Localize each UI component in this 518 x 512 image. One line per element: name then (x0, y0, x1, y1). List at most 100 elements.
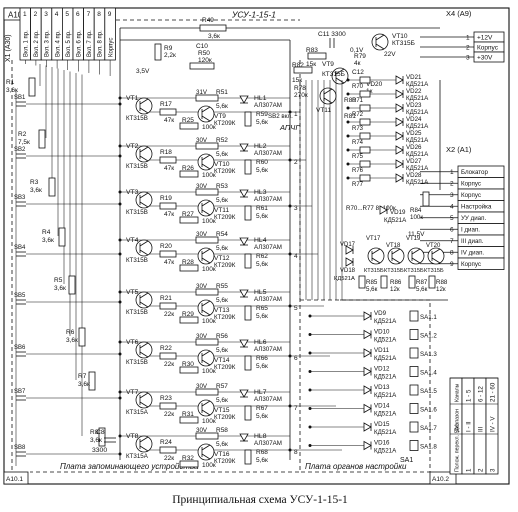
transistor-vt11-ref: VT11 (316, 107, 331, 114)
stage-top-resistor-ref: R55 (216, 283, 228, 290)
transistor-collector (201, 154, 211, 161)
stage-bus-number: 8 (294, 449, 298, 456)
stage-input-resistor (159, 352, 177, 360)
stage-emitter-resistor (179, 366, 199, 374)
connector-x4-pin-number: 3 (466, 55, 470, 62)
resistor-r85-value: 5,6к (366, 286, 378, 293)
stage-input-resistor-value: 47к (164, 165, 174, 172)
sa-diode-type: КД521А (374, 355, 397, 362)
stage-led-resistor-ref: R59 (256, 111, 268, 118)
sa-diode-ref: VD10 (374, 329, 390, 336)
diode-vd19-type: КД521А (384, 217, 407, 224)
stage-input-resistor (159, 446, 177, 454)
matrix-resistor-ref: R71 (352, 98, 364, 104)
resistor-r9-value: 2,2к (164, 52, 176, 59)
diode-vd19 (379, 205, 388, 215)
junction-dot (118, 340, 122, 344)
stage-output-transistor-type: КТ209К (214, 214, 236, 221)
stage-led-type: АЛ307АМ (254, 102, 282, 109)
stage-led-ref: HL7 (254, 389, 267, 396)
transistor-vt11 (319, 87, 337, 105)
stage-bus-number: 7 (294, 405, 298, 412)
matrix-diode-ref: VD26 (406, 144, 422, 151)
stage-output-transistor-ref: VT9 (214, 113, 226, 120)
sa-diode (363, 440, 372, 451)
stage-input-transistor-type: КТ315А (126, 453, 149, 460)
stage-top-resistor (195, 432, 219, 440)
stage-output-transistor-ref: VT16 (214, 451, 230, 458)
stage-led (239, 289, 249, 298)
stage-output-transistor-ref: VT11 (214, 207, 229, 214)
stage-led-type: АЛ307АМ (254, 396, 282, 403)
transistor-collector (139, 240, 149, 247)
matrix-diode-type: КД521А (406, 165, 429, 172)
stage-top-resistor-value: 5,6к (216, 103, 228, 110)
stage-output-transistor (197, 443, 215, 461)
matrix-resistor-ref: R73 (352, 126, 364, 132)
sa-diode (363, 385, 372, 395)
stage-led-resistor-ref: R66 (256, 355, 268, 362)
transistor-collector (139, 292, 149, 299)
connector-x1-pin-number: 7 (87, 11, 91, 18)
range-table-header: Полож. перекл. SA1 (455, 424, 461, 472)
transistor-collector (201, 200, 211, 207)
sa-diode-type: КД521А (374, 392, 397, 399)
transistor-collector (323, 88, 333, 95)
switch-note: SB2 вкл. (268, 113, 293, 120)
matrix-diode (395, 173, 404, 183)
stage-input-resistor-value: 47к (164, 117, 174, 124)
resistor-r82-ref: R82 (292, 62, 304, 69)
stage-output-transistor (197, 299, 215, 317)
junction-dot (288, 252, 292, 256)
sa-diode-type: КД521А (374, 448, 397, 455)
stage-bus-number: 2 (294, 159, 298, 166)
transistor-emitter (375, 43, 385, 50)
frame-tag-controls: А10.2 (429, 471, 457, 485)
matrix-diode-type: КД521А (406, 81, 429, 88)
button-label: SB3 (14, 195, 26, 201)
stage-input-transistor-ref: VT8 (126, 433, 139, 440)
range-table-cell: 21 - 60 (490, 382, 497, 402)
stage-input-resistor-ref: R18 (160, 149, 172, 156)
board-designator: УСУ-1-15-1 (231, 10, 276, 20)
stage-led-resistor-value: 5,6к (256, 363, 268, 370)
transistor-collector (139, 392, 149, 399)
resistor-r9 (154, 43, 162, 61)
input-resistor-value: 3,6к (54, 285, 66, 292)
connector-x2-pin-label: Блокатор (461, 169, 488, 176)
stage-emitter-resistor-value: 100к (202, 368, 216, 375)
stage-output-transistor-ref: VT14 (214, 357, 230, 364)
connector-x2-pin-label: I диап. (461, 227, 480, 234)
frame-tag-main-label: А10 (8, 11, 23, 20)
stage-input-resistor-value: 47к (164, 259, 174, 266)
matrix-resistor-ref: R77 (352, 182, 364, 188)
stage-emitter-resistor-ref: R31 (182, 411, 194, 418)
memory-board-outline (29, 19, 301, 473)
frame-tag-memory-label: А10.1 (6, 476, 23, 483)
matrix-resistor (359, 90, 371, 98)
transistor-emitter (431, 257, 441, 264)
switch-transistor-type: КТ315Б (424, 268, 444, 274)
stage-led (239, 433, 249, 442)
transistor-emitter (201, 209, 211, 216)
matrix-diode-ref: VD23 (406, 102, 422, 109)
connector-x1-pin-number: 3 (44, 11, 48, 18)
stage-led-type: АЛ307АМ (254, 346, 282, 353)
stage-voltage: 30V (196, 231, 208, 238)
transistor-vt10-type: КТ315Б (392, 40, 415, 47)
stage-bus-number: 4 (294, 253, 298, 260)
voltage-label: 11,5V (408, 231, 425, 238)
sa-switch-label: SA1.4 (420, 370, 437, 377)
stage-voltage: 30V (196, 333, 208, 340)
resistor-r87-value: 5,6к (416, 286, 428, 293)
input-resistor-ref: R1 (6, 79, 15, 86)
stage-emitter-resistor-value: 100к (202, 418, 216, 425)
junction-dot (308, 370, 312, 373)
connector-x1-pin-number: 4 (55, 11, 59, 18)
transistor-collector (201, 400, 211, 407)
range-table-cell: 1 (466, 468, 473, 472)
stage-led-ref: HL2 (254, 143, 267, 150)
